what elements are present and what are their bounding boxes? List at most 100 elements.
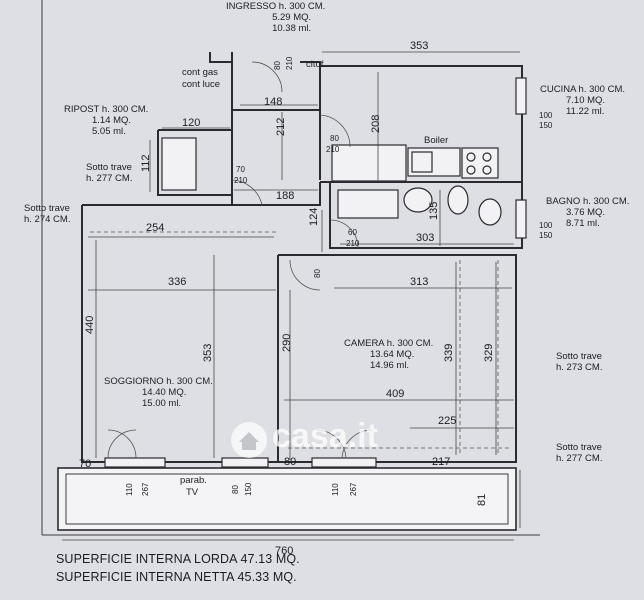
dim-225: 225	[438, 415, 457, 427]
room-cucina-name: CUCINA h. 300 CM.	[540, 84, 625, 95]
win-camera-h: 267	[349, 482, 358, 496]
room-bagno-area: 3.76 MQ.	[566, 207, 606, 218]
room-ingresso-ml: 10.38 ml.	[272, 23, 312, 34]
dim-760: 760	[275, 545, 294, 557]
room-ripost: RIPOST h. 300 CM. 1.14 MQ. 5.05 ml.	[64, 104, 148, 137]
door-cucina-h: 210	[326, 145, 340, 154]
dim-212: 212	[275, 117, 287, 136]
note-parab: parab.	[180, 475, 207, 486]
dim-80-bottom: 80	[284, 456, 297, 468]
note-tv: TV	[186, 487, 199, 498]
room-soggiorno-area: 14.40 MQ.	[142, 387, 187, 398]
door-camera-w: 80	[313, 269, 322, 278]
dim-440: 440	[84, 315, 96, 334]
dim-409: 409	[386, 388, 405, 400]
win-bagno-h2: 150	[539, 231, 553, 240]
dim-112: 112	[140, 154, 152, 172]
dim-120: 120	[182, 117, 201, 129]
watermark: casa.it	[272, 417, 378, 455]
win-camera-w: 110	[331, 483, 340, 496]
win-parab-w: 80	[231, 485, 240, 494]
wall-camera	[278, 254, 517, 463]
dim-70: 70	[79, 458, 92, 470]
note-sotto-trave-277-right: Sotto trave h. 277 CM.	[556, 442, 603, 464]
room-soggiorno-ml: 15.00 ml.	[142, 398, 182, 409]
dim-135: 135	[428, 201, 440, 220]
wall-cucina-outer	[320, 65, 523, 182]
room-ingresso: INGRESSO h. 300 CM. 5.29 MQ. 10.38 ml.	[226, 1, 325, 34]
win-cucina-h2: 150	[539, 121, 553, 130]
win-soggiorno-h: 267	[141, 482, 150, 496]
dim-336: 336	[168, 276, 187, 288]
dim-303: 303	[416, 232, 435, 244]
win-bagno-h1: 100	[539, 221, 553, 230]
window-cucina	[515, 77, 527, 115]
room-soggiorno: SOGGIORNO h. 300 CM. 14.40 MQ. 15.00 ml.	[104, 376, 213, 409]
door-ingresso-h: 210	[285, 56, 294, 70]
dim-188: 188	[276, 190, 295, 202]
bidet	[478, 198, 502, 226]
room-bagno: BAGNO h. 300 CM. 3.76 MQ. 8.71 ml.	[546, 196, 629, 229]
note-sotto-trave-273: Sotto trave h. 273 CM.	[556, 351, 603, 373]
room-ingresso-name: INGRESSO h. 300 CM.	[226, 1, 326, 12]
win-soggiorno-w: 110	[125, 483, 134, 496]
door-cucina-w: 80	[330, 134, 339, 143]
dim-124: 124	[308, 207, 320, 226]
window-parab	[221, 457, 269, 468]
dim-254: 254	[146, 222, 165, 234]
room-ripost-name: RIPOST h. 300 CM.	[64, 104, 149, 115]
door-cucina-arc	[319, 114, 351, 148]
dim-290: 290	[281, 333, 293, 352]
door-ripost-h: 210	[234, 176, 248, 185]
door-ingresso-w: 80	[273, 61, 282, 70]
window-soggiorno	[104, 457, 166, 468]
room-camera-name: CAMERA h. 300 CM.	[344, 338, 434, 349]
dim-148: 148	[264, 96, 283, 108]
note-sotto-trave-274: Sotto trave h. 274 CM.	[24, 203, 71, 225]
house-icon	[231, 422, 267, 458]
window-bagno	[515, 199, 527, 239]
footer-lorda: SUPERFICIE INTERNA LORDA 47.13 MQ.	[56, 552, 300, 566]
room-bagno-name: BAGNO h. 300 CM.	[546, 196, 630, 207]
dim-339: 339	[443, 343, 455, 362]
note-cont-luce: cont luce	[182, 79, 221, 90]
room-camera-area: 13.64 MQ.	[370, 349, 415, 360]
room-camera: CAMERA h. 300 CM. 13.64 MQ. 14.96 ml.	[344, 338, 433, 371]
dim-81: 81	[476, 493, 488, 506]
door-bagno-h: 210	[346, 239, 360, 248]
dim-353-left: 353	[202, 343, 214, 362]
note-sotto-trave-277-left: Sotto trave h. 277 CM.	[86, 162, 133, 184]
room-ripost-area: 1.14 MQ.	[92, 115, 132, 126]
kitchen-stove	[461, 147, 499, 179]
ripost-shelf	[161, 137, 197, 191]
door-ingresso-arc	[251, 61, 283, 93]
balcony	[57, 467, 517, 531]
dim-208: 208	[370, 114, 382, 133]
win-parab-h: 150	[244, 482, 253, 496]
kitchen-counter	[331, 144, 407, 182]
dim-313: 313	[410, 276, 429, 288]
win-cucina-h1: 100	[539, 111, 553, 120]
door-bagno-w: 60	[348, 228, 357, 237]
room-cucina: CUCINA h. 300 CM. 7.10 MQ. 11.22 ml.	[540, 84, 625, 117]
dim-353-top: 353	[410, 40, 429, 52]
room-bagno-ml: 8.71 ml.	[566, 218, 600, 229]
room-cucina-ml: 11.22 ml.	[566, 106, 605, 117]
wall-soggiorno	[81, 205, 278, 463]
toilet	[447, 185, 469, 215]
door-ripost-arc	[231, 179, 263, 206]
note-cont-gas: cont gas	[182, 67, 218, 78]
room-ripost-ml: 5.05 ml.	[92, 126, 126, 137]
bathtub	[337, 189, 399, 219]
dim-329: 329	[483, 343, 495, 362]
wall-ingresso-top-left	[209, 52, 232, 63]
window-camera	[311, 457, 377, 468]
door-ripost-w: 70	[236, 165, 245, 174]
room-camera-ml: 14.96 ml.	[370, 360, 410, 371]
washbasin	[403, 187, 433, 213]
room-soggiorno-name: SOGGIORNO h. 300 CM.	[104, 376, 213, 387]
footer-netta: SUPERFICIE INTERNA NETTA 45.33 MQ.	[56, 570, 297, 584]
note-citof: citof.	[306, 59, 327, 70]
note-boiler: Boiler	[424, 135, 449, 146]
